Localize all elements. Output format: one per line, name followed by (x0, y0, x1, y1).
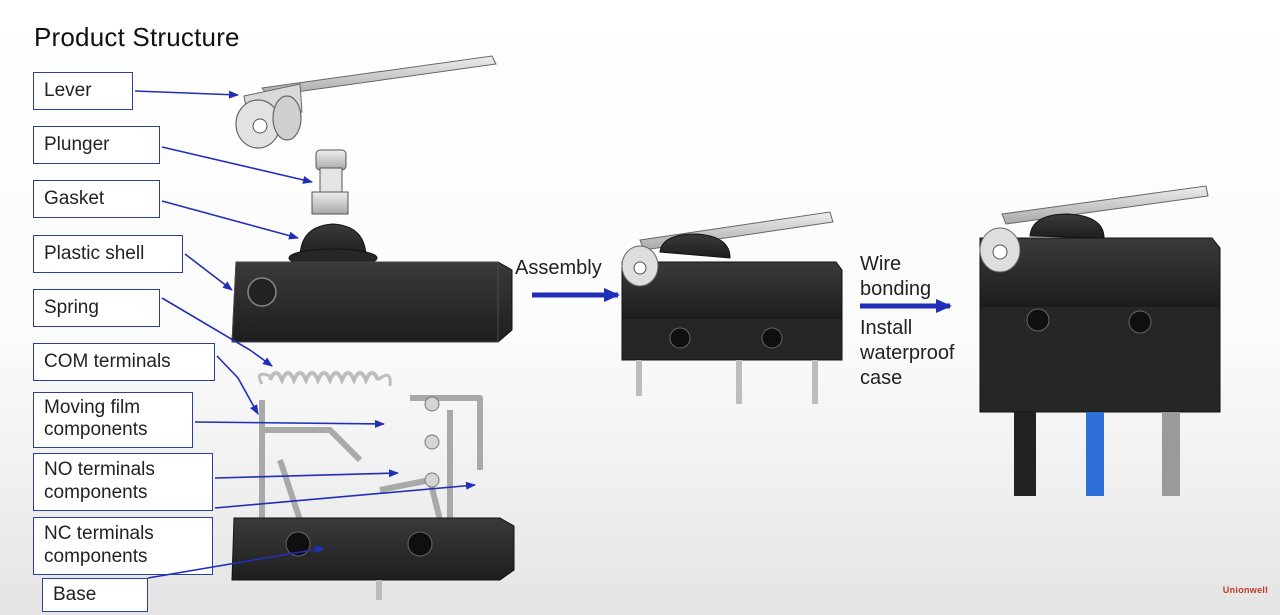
label-moving-film-line1: Moving film (44, 397, 141, 418)
step-install-line2: waterproof (860, 342, 955, 364)
terminal-contacts (424, 396, 440, 488)
waterproof-switch (979, 185, 1221, 496)
label-plastic-shell: Plastic shell (33, 235, 183, 273)
spring-part (257, 371, 392, 387)
base-part (231, 517, 515, 600)
assembled-switch (621, 211, 843, 404)
plastic-shell-part (231, 261, 513, 343)
label-no-terminals: NO terminals components (33, 453, 213, 511)
label-lever: Lever (33, 72, 133, 110)
step-wire-bonding: Wire bonding (860, 252, 931, 302)
lever-part (235, 55, 497, 149)
step-install: Install waterproof case (860, 316, 955, 391)
label-moving-film-line2: components (44, 419, 148, 440)
label-no-terminals-line1: NO terminals (44, 459, 155, 480)
step-wire-bonding-line1: Wire (860, 253, 902, 275)
label-nc-terminals-line1: NC terminals (44, 523, 154, 544)
label-nc-terminals: NC terminals components (33, 517, 213, 575)
step-assembly: Assembly (515, 257, 602, 279)
label-plunger-text: Plunger (44, 134, 110, 155)
step-wire-bonding-line2: bonding (860, 278, 932, 300)
label-plastic-shell-text: Plastic shell (44, 243, 145, 264)
gasket-part (288, 223, 378, 268)
step-install-line1: Install (860, 317, 913, 339)
label-gasket-text: Gasket (44, 188, 105, 209)
step-install-line3: case (860, 367, 903, 389)
label-spring-text: Spring (44, 297, 99, 318)
label-spring: Spring (33, 289, 160, 327)
label-nc-terminals-line2: components (44, 546, 148, 567)
plunger-part (311, 149, 349, 215)
label-com-terminals-text: COM terminals (44, 351, 171, 372)
terminals-part (259, 395, 483, 521)
label-lever-text: Lever (44, 80, 92, 101)
callout-arrows (134, 90, 476, 579)
label-com-terminals: COM terminals (33, 343, 215, 381)
step-arrows (532, 288, 952, 313)
label-gasket: Gasket (33, 180, 160, 218)
label-base-text: Base (53, 584, 97, 605)
label-no-terminals-line2: components (44, 482, 148, 503)
label-moving-film: Moving film components (33, 392, 193, 448)
brand-logo: Unionwell (1222, 585, 1268, 595)
page-title: Product Structure (34, 22, 240, 52)
label-base: Base (42, 578, 148, 612)
label-plunger: Plunger (33, 126, 160, 164)
